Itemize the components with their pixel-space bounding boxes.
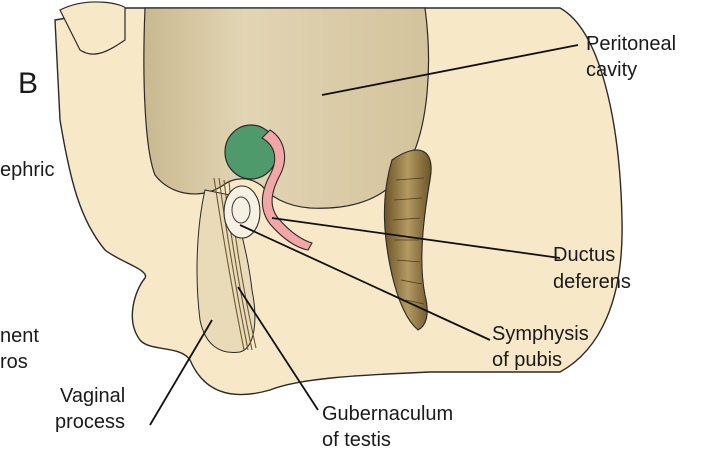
label-cropped-ephric: ephric bbox=[0, 158, 54, 182]
panel-letter: B bbox=[18, 68, 38, 100]
label-cropped-ros: ros bbox=[0, 350, 28, 374]
label-ductus-deferens-line1: Ductus bbox=[553, 243, 615, 267]
symphysis-pubis-shape bbox=[224, 186, 260, 238]
label-peritoneal-cavity-line2: cavity bbox=[586, 58, 637, 82]
peritoneal-cavity-shape bbox=[144, 8, 429, 208]
label-ductus-deferens-line2: deferens bbox=[553, 270, 631, 294]
label-gubernaculum-line2: of testis bbox=[322, 428, 391, 452]
label-symphysis-of-pubis-line2: of pubis bbox=[492, 348, 562, 372]
label-vaginal-process-line2: process bbox=[55, 410, 125, 434]
label-symphysis-of-pubis-line1: Symphysis bbox=[492, 322, 589, 346]
label-vaginal-process-line1: Vaginal bbox=[60, 384, 125, 408]
label-cropped-nent: nent bbox=[0, 324, 39, 348]
label-peritoneal-cavity-line1: Peritoneal bbox=[586, 32, 676, 56]
label-gubernaculum-line1: Gubernaculum bbox=[322, 402, 453, 426]
